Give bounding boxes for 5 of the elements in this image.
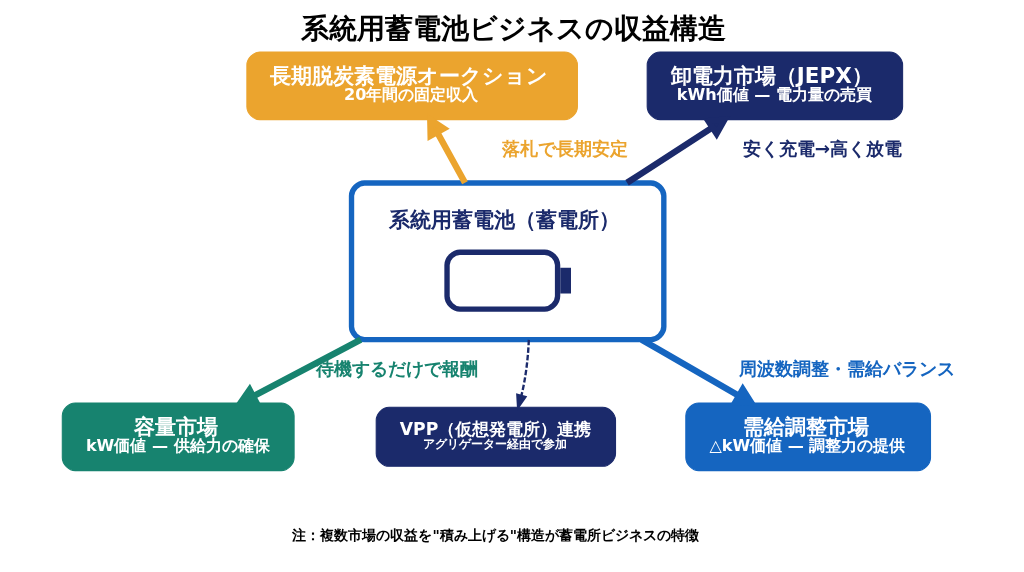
edge-label: 安く充電→高く放電 bbox=[742, 137, 902, 159]
diagram-title: 系統用蓄電池ビジネスの収益構造 bbox=[300, 11, 726, 45]
label: 注：複数市場の収益を"積み上げる"構造が蓄電所ビジネスの特徴 bbox=[291, 526, 699, 543]
edge-label: 周波数調整・需給バランス bbox=[738, 357, 955, 379]
edge-label: 落札で長期安定 bbox=[501, 137, 628, 159]
